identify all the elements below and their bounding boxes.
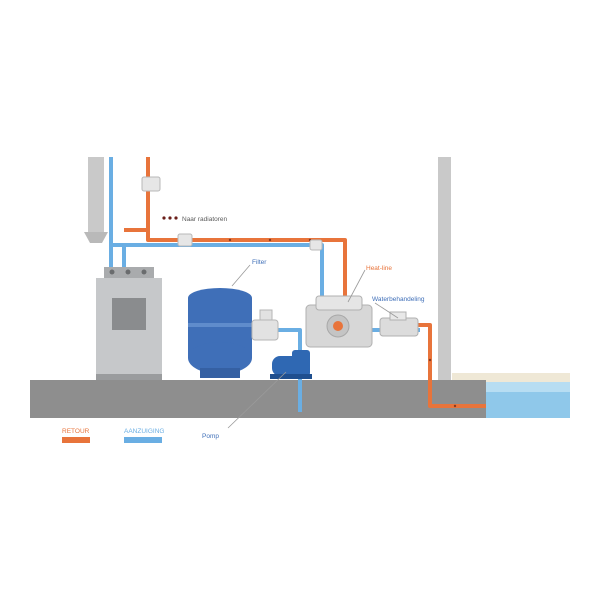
legend-return-swatch [62, 437, 90, 443]
boiler [96, 267, 162, 380]
multiport-valve [251, 319, 279, 341]
label-filter: Filter [252, 259, 267, 266]
flue-collector [84, 232, 108, 243]
flue-pipe [88, 157, 104, 232]
building-wall [438, 157, 451, 385]
leader-lines [227, 264, 399, 429]
radiator-dots-icon [162, 216, 178, 220]
legend-return-label: RETOUR [62, 428, 90, 435]
water-treatment-unit [379, 311, 419, 337]
label-water-treatment: Waterbehandeling [372, 296, 425, 303]
valve-icon [309, 239, 323, 251]
pool-water-surface [486, 382, 570, 392]
pump [270, 350, 312, 379]
heat-line-unit [305, 295, 373, 348]
valve-icon [177, 233, 193, 247]
legend-suction-label: AANZUIGING [124, 428, 164, 435]
label-radiators: Naar radiatoren [182, 216, 228, 223]
floor-pool-edge [452, 382, 486, 418]
legend: RETOUR AANZUIGING [62, 428, 164, 443]
return-pipes [124, 157, 486, 408]
valve-icon [141, 176, 161, 192]
legend-suction-swatch [124, 437, 162, 443]
label-pump: Pomp [202, 433, 219, 440]
multiport-valve-top [259, 309, 273, 321]
filter-tank [188, 288, 252, 378]
pool-deck [452, 373, 570, 382]
label-heat-line: Heat-line [366, 265, 392, 272]
